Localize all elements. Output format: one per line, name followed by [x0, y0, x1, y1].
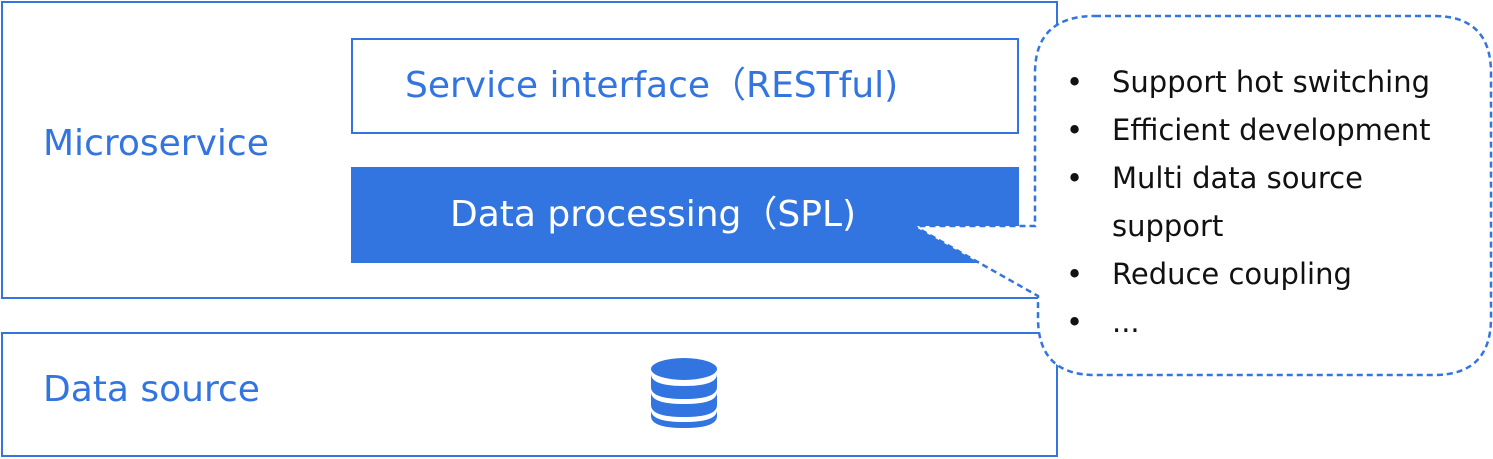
data-processing-label: Data processing（SPL) — [450, 194, 857, 235]
bullet-icon: • — [1066, 161, 1084, 195]
data-processing-box — [351, 167, 1019, 263]
list-item-text: ... — [1112, 305, 1140, 339]
service-interface-label: Service interface（RESTful) — [405, 65, 899, 106]
data-source-box — [1, 332, 1058, 457]
bullet-icon: • — [1066, 65, 1084, 99]
list-item: • Support hot switching — [1066, 58, 1430, 106]
list-item-text: Multi data source — [1112, 161, 1363, 195]
list-item: • Multi data source support — [1066, 154, 1430, 250]
callout-bubble — [909, 14, 1493, 377]
list-item-text: Support hot switching — [1112, 65, 1430, 99]
microservice-label: Microservice — [43, 123, 269, 164]
data-source-label: Data source — [43, 369, 260, 410]
list-item-text-continuation: support — [1112, 209, 1224, 243]
bullet-icon: • — [1066, 257, 1084, 291]
list-item-text: Efficient development — [1112, 113, 1431, 147]
features-list: • Support hot switching • Efficient deve… — [1066, 58, 1430, 346]
bullet-icon: • — [1066, 305, 1084, 339]
list-item: • Efficient development — [1066, 106, 1430, 154]
list-item: • Reduce coupling — [1066, 250, 1430, 298]
service-interface-box — [351, 38, 1019, 134]
list-item: • ... — [1066, 298, 1430, 346]
list-item-text: Reduce coupling — [1112, 257, 1352, 291]
database-icon — [651, 358, 717, 428]
bullet-icon: • — [1066, 113, 1084, 147]
